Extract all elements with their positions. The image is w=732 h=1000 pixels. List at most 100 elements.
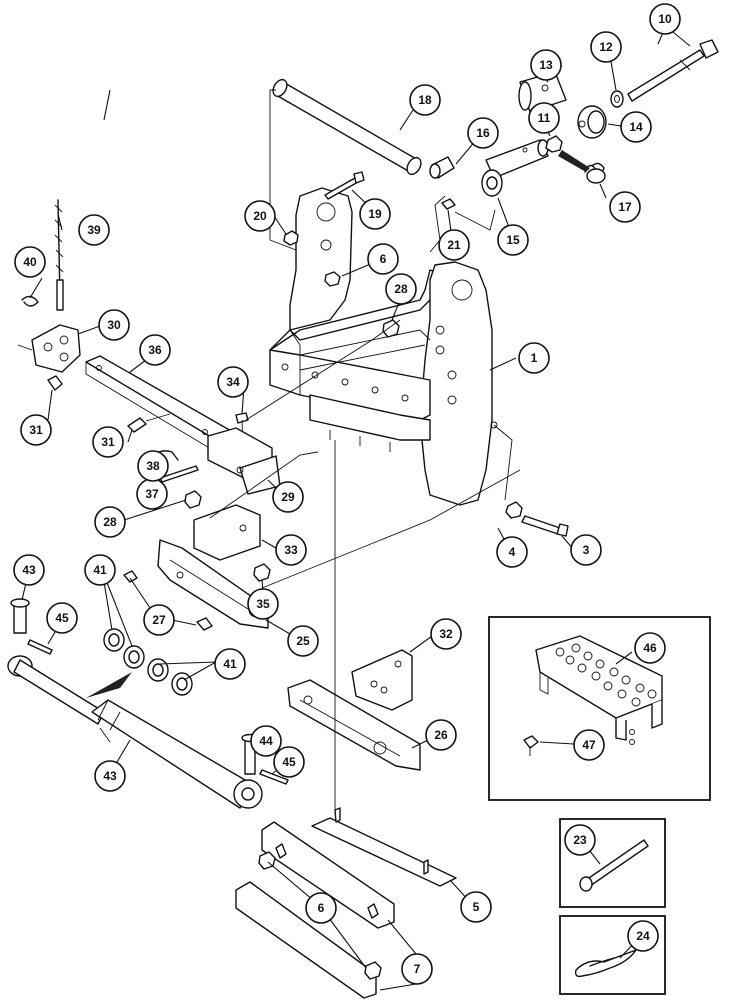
svg-text:16: 16 <box>476 126 490 140</box>
callout-3: 3 <box>570 534 602 566</box>
callout-46: 46 <box>634 632 666 664</box>
callout-23: 23 <box>564 824 596 856</box>
svg-text:32: 32 <box>439 627 453 641</box>
svg-text:45: 45 <box>55 611 69 625</box>
svg-text:41: 41 <box>223 657 237 671</box>
callout-7: 7 <box>401 953 433 985</box>
svg-text:45: 45 <box>282 755 296 769</box>
svg-text:10: 10 <box>658 12 672 26</box>
callout-45-lower: 45 <box>273 746 305 778</box>
inset-pin <box>559 818 666 908</box>
callout-44: 44 <box>250 725 282 757</box>
inset-clip <box>559 915 666 995</box>
svg-text:5: 5 <box>473 900 480 914</box>
callout-39: 39 <box>78 214 110 246</box>
callout-10: 10 <box>649 3 681 35</box>
svg-text:47: 47 <box>582 738 596 752</box>
callout-34: 34 <box>217 366 249 398</box>
svg-text:24: 24 <box>636 929 650 943</box>
callout-37: 37 <box>136 478 168 510</box>
clip-part <box>574 949 637 978</box>
svg-text:31: 31 <box>29 423 43 437</box>
svg-text:21: 21 <box>447 238 461 252</box>
svg-text:19: 19 <box>368 207 382 221</box>
svg-text:27: 27 <box>152 613 166 627</box>
svg-text:7: 7 <box>414 962 421 976</box>
svg-text:6: 6 <box>380 252 387 266</box>
svg-text:1: 1 <box>531 351 538 365</box>
callout-14: 14 <box>620 111 652 143</box>
svg-text:46: 46 <box>643 641 657 655</box>
callout-28-left: 28 <box>94 506 126 538</box>
pin-part <box>579 839 649 892</box>
svg-text:29: 29 <box>281 490 295 504</box>
callout-20: 20 <box>244 200 276 232</box>
svg-text:37: 37 <box>145 487 159 501</box>
callout-38: 38 <box>137 450 169 482</box>
callout-13: 13 <box>530 49 562 81</box>
callout-43-pin: 43 <box>13 554 45 586</box>
svg-text:15: 15 <box>506 233 520 247</box>
svg-text:41: 41 <box>93 563 107 577</box>
main-frame <box>269 187 498 506</box>
callout-6-top: 6 <box>367 243 399 275</box>
svg-text:36: 36 <box>148 343 162 357</box>
callout-27: 27 <box>143 604 175 636</box>
svg-text:14: 14 <box>629 120 643 134</box>
svg-text:28: 28 <box>103 515 117 529</box>
callout-31-left: 31 <box>20 414 52 446</box>
callout-36: 36 <box>139 334 171 366</box>
callout-29: 29 <box>272 481 304 513</box>
callout-45-upper: 45 <box>46 602 78 634</box>
callout-12: 12 <box>590 31 622 63</box>
svg-text:26: 26 <box>434 728 448 742</box>
callout-28-right: 28 <box>385 273 417 305</box>
svg-text:4: 4 <box>509 545 516 559</box>
callout-18: 18 <box>409 84 441 116</box>
svg-text:12: 12 <box>599 40 613 54</box>
lower-brackets <box>235 424 569 999</box>
callout-15: 15 <box>497 224 529 256</box>
top-hardware <box>269 39 719 338</box>
svg-text:28: 28 <box>394 282 408 296</box>
callout-1: 1 <box>518 342 550 374</box>
callout-43-cylinder: 43 <box>94 760 126 792</box>
svg-text:31: 31 <box>101 435 115 449</box>
svg-text:43: 43 <box>22 563 36 577</box>
callout-16: 16 <box>467 117 499 149</box>
callout-17: 17 <box>609 191 641 223</box>
svg-text:17: 17 <box>618 200 632 214</box>
svg-text:38: 38 <box>146 459 160 473</box>
callout-41-upper: 41 <box>84 554 116 586</box>
step-assembly <box>523 635 663 756</box>
svg-text:35: 35 <box>256 597 270 611</box>
svg-text:40: 40 <box>23 255 37 269</box>
callout-5: 5 <box>460 891 492 923</box>
callout-4: 4 <box>496 536 528 568</box>
svg-text:18: 18 <box>418 93 432 107</box>
svg-text:44: 44 <box>259 734 273 748</box>
callout-25: 25 <box>287 625 319 657</box>
svg-text:25: 25 <box>296 634 310 648</box>
callout-19: 19 <box>359 198 391 230</box>
cylinder-assembly <box>7 598 289 809</box>
svg-text:30: 30 <box>107 318 121 332</box>
callout-32: 32 <box>430 618 462 650</box>
svg-text:3: 3 <box>583 543 590 557</box>
callout-40: 40 <box>14 246 46 278</box>
svg-text:33: 33 <box>284 543 298 557</box>
callout-41-lower: 41 <box>214 648 246 680</box>
callout-31-center: 31 <box>92 426 124 458</box>
svg-text:39: 39 <box>87 223 101 237</box>
callout-30: 30 <box>98 309 130 341</box>
callout-35: 35 <box>247 588 279 620</box>
callout-21: 21 <box>438 229 470 261</box>
svg-text:43: 43 <box>103 769 117 783</box>
svg-text:34: 34 <box>226 375 240 389</box>
svg-text:20: 20 <box>253 209 267 223</box>
callout-26: 26 <box>425 719 457 751</box>
callout-6-bottom: 6 <box>305 892 337 924</box>
callout-24: 24 <box>627 920 659 952</box>
inset-step-assembly <box>488 616 711 801</box>
